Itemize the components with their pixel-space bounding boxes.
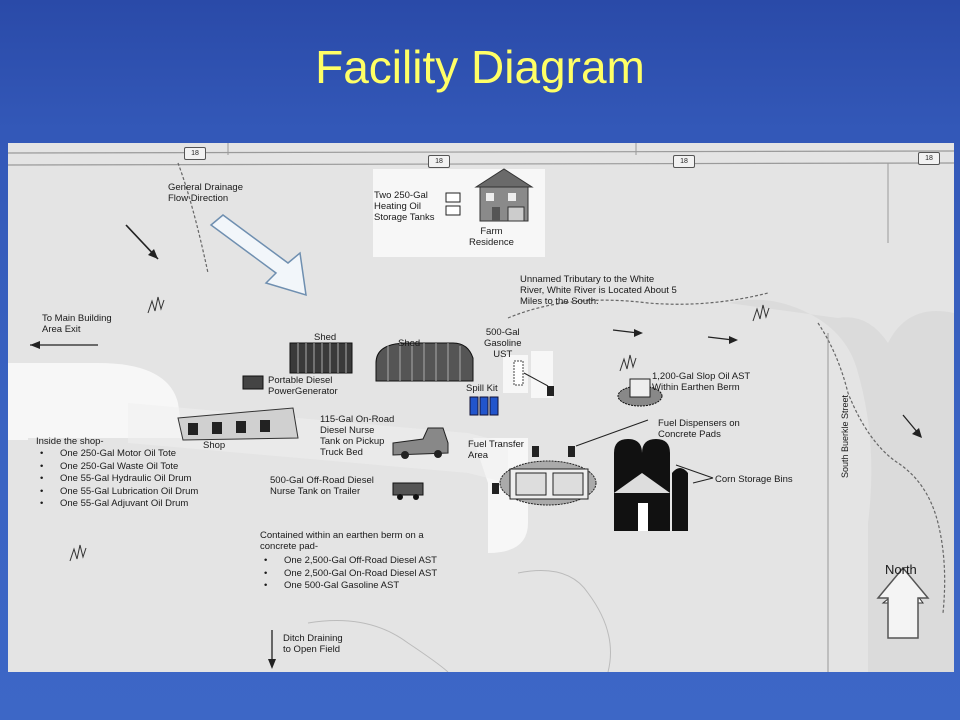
slop-oil-tank-icon [617, 378, 663, 407]
road-line [8, 150, 954, 154]
spill-kit-icon [469, 396, 499, 416]
shop-contents-list: One 250-Gal Motor Oil ToteOne 250-Gal Wa… [36, 448, 198, 511]
drainage-label: General Drainage Flow Direction [168, 182, 243, 204]
farm-residence-icon [474, 168, 534, 222]
berm-contents-list: One 2,500-Gal Off-Road Diesel ASTOne 2,5… [260, 555, 437, 593]
north-label: North [885, 562, 917, 577]
list-item: One 2,500-Gal Off-Road Diesel AST [260, 555, 437, 568]
list-item: One 55-Gal Hydraulic Oil Drum [36, 473, 198, 486]
fuel-transfer-berm-icon [499, 460, 597, 506]
corn-bins-label: Corn Storage Bins [715, 474, 793, 485]
facility-map: 18 18 18 18 General Drainage Flow Direct… [8, 143, 954, 672]
heating-oil-tank-icons [445, 192, 461, 216]
offroad-tank-label: 500-Gal Off-Road Diesel Nurse Tank on Tr… [270, 475, 374, 497]
route-shield: 18 [184, 147, 206, 160]
quonset-shed-label: Shed [398, 338, 421, 349]
ust-icon [513, 360, 524, 386]
slop-oil-label: 1,200-Gal Slop Oil AST Within Earthen Be… [652, 371, 751, 393]
dispensers-label: Fuel Dispensers on Concrete Pads [658, 418, 740, 440]
creek-bank [728, 299, 954, 672]
list-item: One 55-Gal Adjuvant Oil Drum [36, 498, 198, 511]
list-item: One 250-Gal Waste Oil Tote [36, 461, 198, 474]
list-item: One 500-Gal Gasoline AST [260, 580, 437, 593]
shed-label: Shed [314, 332, 337, 343]
list-item: One 2,500-Gal On-Road Diesel AST [260, 568, 437, 581]
farm-residence-label: Farm Residence [469, 226, 514, 248]
onroad-tank-label: 115-Gal On-Road Diesel Nurse Tank on Pic… [320, 414, 395, 458]
spill-kit-label: Spill Kit [466, 383, 498, 394]
pump-icon [547, 386, 554, 396]
slide-title: Facility Diagram [315, 41, 645, 93]
road-line [8, 162, 954, 166]
gasoline-ust-label: 500-Gal Gasoline UST [484, 327, 522, 360]
ditch-label: Ditch Draining to Open Field [283, 633, 343, 655]
generator-icon [242, 375, 264, 390]
route-shield: 18 [428, 155, 450, 168]
pickup-truck-icon [392, 427, 449, 459]
berm-list-heading: Contained within an earthen berm on a co… [260, 530, 424, 552]
route-shield: 18 [673, 155, 695, 168]
shop-building-icon [177, 407, 299, 441]
shop-label: Shop [203, 440, 226, 451]
corn-storage-bins-icon [614, 439, 688, 531]
fuel-transfer-label: Fuel Transfer Area [468, 439, 524, 461]
street-label: South Buerkle Street [840, 394, 850, 478]
list-item: One 55-Gal Lubrication Oil Drum [36, 486, 198, 499]
map-drawing [8, 143, 954, 672]
creek-line [817, 322, 946, 614]
tributary-label: Unnamed Tributary to the White River, Wh… [520, 274, 677, 307]
route-shield: 18 [918, 152, 940, 165]
shop-list-heading: Inside the shop- [36, 436, 104, 447]
generator-label: Portable Diesel PowerGenerator [268, 375, 338, 397]
main-exit-label: To Main Building Area Exit [42, 313, 112, 335]
north-arrow [876, 566, 930, 639]
drainage-arrow [209, 214, 307, 297]
heating-tanks-label: Two 250-Gal Heating Oil Storage Tanks [374, 190, 435, 223]
shed-icon [289, 342, 353, 374]
quonset-shed-icon [375, 342, 474, 382]
trailer-tank-icon [392, 482, 424, 500]
tributary-line [507, 292, 769, 319]
list-item: One 250-Gal Motor Oil Tote [36, 448, 198, 461]
